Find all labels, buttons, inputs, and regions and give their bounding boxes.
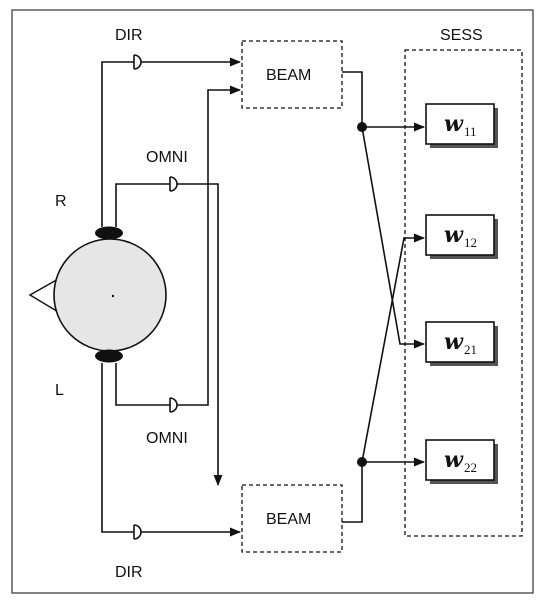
left-label: L [55,382,64,399]
weight-label-w11: w11 [444,111,476,139]
sess-label: SESS [440,27,483,44]
weight-label-w21: w21 [444,329,477,357]
weight-box-frame [425,439,495,481]
omni-top-arrow [177,183,223,487]
beam-box-bottom [241,484,343,553]
omni-bottom-wire [115,363,170,406]
beam-bottom-output-wire [342,462,363,523]
weight-box-w22: w22 [425,439,498,484]
omni-top-label: OMNI [146,149,188,166]
beam-top-label: BEAM [266,67,311,84]
weight-label-w12: w12 [444,222,477,250]
head-circle [53,238,167,352]
right-ear-icon [95,226,123,240]
dir-bottom-wire [101,363,134,533]
omni-bottom-arrow [177,85,242,406]
weight-box-w11: w11 [425,103,498,148]
head-icon [28,226,167,363]
head-center-dot [111,294,115,298]
arrow-to-w12 [361,233,426,463]
omni-bottom-label: OMNI [146,430,188,447]
beam-box-top [241,40,343,109]
weight-box-frame [425,321,495,363]
dir-top-wire [101,61,134,227]
omni-top-wire [115,183,170,227]
arrow-to-w21 [361,126,426,349]
weight-label-w22: w22 [444,447,477,475]
beam-bottom-label: BEAM [266,511,311,528]
weight-box-w12: w12 [425,214,498,259]
left-ear-icon [95,349,123,363]
weight-box-frame [425,103,495,145]
dir-bottom-label: DIR [115,564,143,581]
weight-box-frame [425,214,495,256]
weight-box-w21: w21 [425,321,498,366]
dir-top-label: DIR [115,27,143,44]
beam-top-output-wire [342,71,363,127]
right-label: R [55,193,67,210]
